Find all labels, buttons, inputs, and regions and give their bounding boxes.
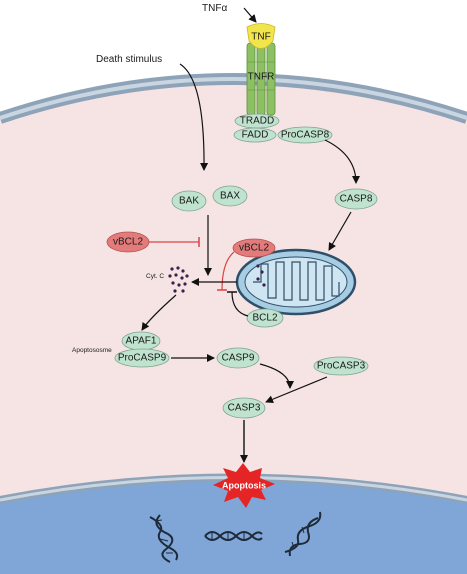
procasp3-label: ProCASP3	[317, 361, 366, 372]
procasp9-node	[114, 348, 170, 368]
casp3-node	[222, 397, 266, 419]
bax-node	[212, 185, 248, 207]
cytochrome-c-dots	[168, 266, 189, 293]
tnf-ligand	[246, 23, 276, 49]
tradd-label: TRADD	[240, 116, 274, 127]
apaf1-label: APAF1	[126, 336, 157, 347]
death-stimulus-label: Death stimulus	[96, 54, 162, 65]
vbcl2-mito-label: vBCL2	[239, 243, 269, 254]
cytc-label: Cyt. C	[146, 273, 164, 280]
apoptosome-label: Apoptososme	[72, 347, 112, 354]
tnf-label: TNF	[251, 32, 270, 43]
mito-cytc-dots	[256, 264, 266, 287]
fadd-node	[233, 127, 277, 143]
casp9-node	[216, 347, 260, 369]
procasp8-node	[277, 126, 333, 144]
casp8-node	[334, 188, 378, 210]
bak-node	[171, 190, 207, 212]
apoptosis-burst	[213, 463, 275, 508]
procasp9-label: ProCASP9	[118, 353, 167, 364]
bcl2-node	[246, 308, 284, 328]
bcl2-label: BCL2	[252, 313, 277, 324]
tnfr-label: TNFR	[248, 72, 275, 83]
casp3-label: CASP3	[228, 403, 261, 414]
procasp8-label: ProCASP8	[281, 130, 330, 141]
fadd-label: FADD	[242, 130, 269, 141]
bak-label: BAK	[179, 196, 199, 207]
tnf-alpha-label: TNFα	[202, 3, 227, 14]
apoptosis-label: Apoptosis	[222, 480, 266, 490]
procasp3-node	[313, 356, 369, 376]
casp8-label: CASP8	[340, 194, 373, 205]
nucleus	[0, 477, 467, 574]
vbcl2-mito-node	[232, 238, 276, 258]
dna-helix-middle-icon	[204, 531, 263, 541]
dna-helix-left-icon	[149, 514, 179, 563]
mitochondrion	[235, 248, 357, 316]
casp9-label: CASP9	[222, 353, 255, 364]
dna-helix-right-icon	[284, 511, 322, 557]
bax-label: BAX	[220, 191, 240, 202]
vbcl2-left-label: vBCL2	[113, 237, 143, 248]
